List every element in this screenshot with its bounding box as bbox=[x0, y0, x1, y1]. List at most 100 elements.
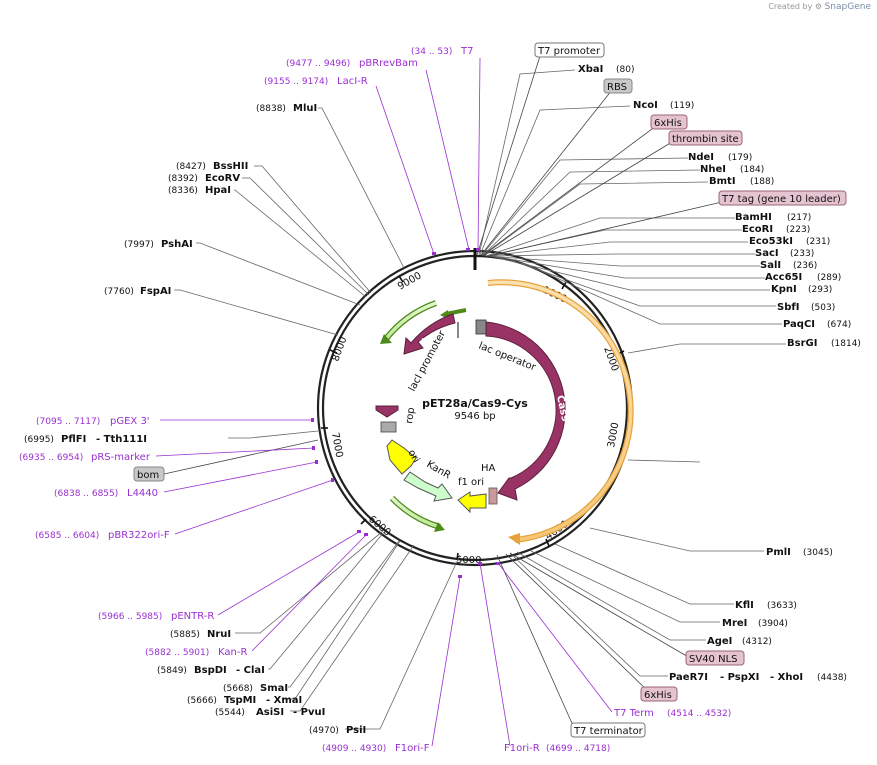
primer-laci-r[interactable]: LacI-R bbox=[337, 76, 368, 87]
primer-pbr322ori-f[interactable]: pBR322ori-F bbox=[108, 530, 170, 541]
box-thrombin[interactable]: thrombin site bbox=[672, 134, 739, 145]
enzyme-paer7i[interactable]: PaeR7I bbox=[669, 672, 708, 683]
enzyme-sali[interactable]: SalI bbox=[760, 260, 781, 271]
enzyme-sbfi-pos: (503) bbox=[811, 303, 835, 313]
enzyme-xbai[interactable]: XbaI bbox=[578, 64, 603, 75]
enzyme-tspmi[interactable]: TspMI bbox=[224, 695, 256, 706]
cas9-feature[interactable] bbox=[485, 321, 566, 501]
primer-markers bbox=[311, 248, 500, 578]
enzyme-pflfi[interactable]: PflFI bbox=[61, 434, 86, 445]
enzyme-bmti-pos: (188) bbox=[750, 177, 774, 187]
enzyme-ecori[interactable]: EcoRI bbox=[742, 224, 773, 235]
snapgene-logo-icon: ⚙ bbox=[814, 2, 823, 11]
enzyme-bsrgi-pos: (1814) bbox=[831, 339, 861, 349]
enzyme-bspdi[interactable]: BspDI bbox=[194, 665, 227, 676]
primer-f1ori-f[interactable]: F1ori-F bbox=[395, 743, 430, 754]
ha-feature bbox=[488, 487, 498, 505]
enzyme-xmai[interactable]: - XmaI bbox=[266, 695, 302, 706]
box-6xhis-2[interactable]: 6xHis bbox=[644, 690, 672, 701]
rop-feature[interactable] bbox=[375, 405, 399, 418]
primer-t7-term-pos: (4514 .. 4532) bbox=[667, 709, 731, 719]
primer-pbr322ori-f-pos: (6585 .. 6604) bbox=[35, 531, 99, 541]
tick-3000: 3000 bbox=[606, 422, 621, 449]
enzyme-smai[interactable]: SmaI bbox=[260, 683, 288, 694]
enzyme-bsshii[interactable]: BssHII bbox=[213, 161, 248, 172]
enzyme-bamhi[interactable]: BamHI bbox=[735, 212, 772, 223]
primer-laci-r-pos: (9155 .. 9174) bbox=[264, 77, 328, 87]
enzyme-fspai[interactable]: FspAI bbox=[140, 286, 171, 297]
f1-ori-feature[interactable] bbox=[457, 491, 487, 514]
orf-arc-small bbox=[445, 308, 467, 316]
enzyme-tth111i[interactable]: - Tth111I bbox=[96, 434, 147, 445]
primer-pbrrevbam[interactable]: pBRrevBam bbox=[359, 58, 418, 69]
enzyme-leader-lines bbox=[174, 69, 786, 730]
orf-arc-kanr bbox=[390, 496, 441, 529]
enzyme-kfli[interactable]: KflI bbox=[735, 600, 754, 611]
box-t7-terminator[interactable]: T7 terminator bbox=[573, 726, 644, 737]
enzyme-pvui[interactable]: - PvuI bbox=[293, 707, 325, 718]
enzyme-mrei[interactable]: MreI bbox=[722, 618, 747, 629]
primer-pentr-r-pos: (5966 .. 5985) bbox=[98, 612, 162, 622]
enzyme-acc65i-pos: (289) bbox=[817, 273, 841, 283]
orf-arc-cas9 bbox=[487, 280, 633, 542]
kanr-label: KanR bbox=[425, 459, 453, 481]
box-rbs[interactable]: RBS bbox=[607, 82, 627, 93]
enzyme-kpni-pos: (293) bbox=[808, 285, 832, 295]
enzyme-hpai-pos: (8336) bbox=[168, 186, 198, 196]
enzyme-xhoi[interactable]: - XhoI bbox=[770, 672, 803, 683]
enzyme-pspxi[interactable]: - PspXI bbox=[720, 672, 759, 683]
enzyme-psii[interactable]: PsiI bbox=[346, 725, 366, 736]
enzyme-agei-pos: (4312) bbox=[742, 637, 772, 647]
primer-pentr-r[interactable]: pENTR-R bbox=[171, 611, 214, 622]
box-bom[interactable]: bom bbox=[137, 470, 159, 481]
box-6xhis-1[interactable]: 6xHis bbox=[654, 118, 682, 129]
enzyme-clai[interactable]: - ClaI bbox=[236, 665, 265, 676]
primer-kan-r-pos: (5882 .. 5901) bbox=[145, 648, 209, 658]
enzyme-ecorv-pos: (8392) bbox=[168, 174, 198, 184]
enzyme-pmli[interactable]: PmlI bbox=[766, 547, 791, 558]
plasmid-size: 9546 bp bbox=[454, 411, 495, 422]
box-t7-promoter[interactable]: T7 promoter bbox=[537, 46, 601, 57]
enzyme-paqci[interactable]: PaqCI bbox=[783, 319, 815, 330]
enzyme-hpai[interactable]: HpaI bbox=[205, 185, 231, 196]
enzyme-nrui[interactable]: NruI bbox=[207, 629, 231, 640]
enzyme-eco53ki[interactable]: Eco53kI bbox=[749, 236, 793, 247]
enzyme-ndei-pos: (179) bbox=[728, 153, 752, 163]
enzyme-sali-pos: (236) bbox=[793, 261, 817, 271]
orf-arc-laci bbox=[383, 301, 437, 342]
enzyme-ecorv[interactable]: EcoRV bbox=[205, 173, 240, 184]
enzyme-asisi[interactable]: AsiSI bbox=[256, 707, 284, 718]
enzyme-nhei[interactable]: NheI bbox=[700, 164, 726, 175]
enzyme-bmti[interactable]: BmtI bbox=[709, 176, 736, 187]
primer-l4440[interactable]: L4440 bbox=[127, 488, 158, 499]
enzyme-saci[interactable]: SacI bbox=[755, 248, 779, 259]
primer-f1ori-r[interactable]: F1ori-R bbox=[504, 743, 540, 754]
laci-feature[interactable] bbox=[403, 313, 456, 355]
primer-pgex3[interactable]: pGEX 3' bbox=[110, 416, 150, 427]
primer-pbrrevbam-pos: (9477 .. 9496) bbox=[286, 59, 350, 69]
primer-kan-r[interactable]: Kan-R bbox=[218, 647, 247, 658]
primer-prs-marker[interactable]: pRS-marker bbox=[91, 452, 151, 463]
ori-feature[interactable] bbox=[386, 439, 417, 475]
kanr-feature[interactable] bbox=[403, 471, 453, 502]
enzyme-nrui-pos: (5885) bbox=[170, 630, 200, 640]
enzyme-pshai[interactable]: PshAI bbox=[161, 239, 193, 250]
enzyme-bsrgi[interactable]: BsrGI bbox=[787, 338, 817, 349]
enzyme-ndei[interactable]: NdeI bbox=[688, 152, 714, 163]
box-t7-tag-bg bbox=[718, 190, 847, 206]
box-sv40-nls[interactable]: SV40 NLS bbox=[689, 654, 738, 665]
ha-label: HA bbox=[481, 463, 496, 474]
enzyme-mlui[interactable]: MluI bbox=[293, 103, 317, 114]
enzyme-labels-left: (4970) PsiI (5544) AsiSI - PvuI (5666) T… bbox=[24, 103, 366, 736]
enzyme-agei[interactable]: AgeI bbox=[707, 636, 732, 647]
enzyme-kpni[interactable]: KpnI bbox=[771, 284, 797, 295]
enzyme-paer7i-pos: (4438) bbox=[817, 673, 847, 683]
enzyme-acc65i[interactable]: Acc65I bbox=[765, 272, 802, 283]
enzyme-sbfi[interactable]: SbfI bbox=[777, 302, 799, 313]
primer-t7[interactable]: T7 bbox=[460, 46, 473, 57]
feature-boxes: T7 promoter RBS 6xHis thrombin site T7 t… bbox=[133, 42, 847, 738]
box-t7-tag[interactable]: T7 tag (gene 10 leader) bbox=[721, 194, 841, 205]
tick-7000: 7000 bbox=[329, 432, 344, 459]
enzyme-ncoi[interactable]: NcoI bbox=[633, 100, 658, 111]
primer-t7-term[interactable]: T7 Term bbox=[613, 708, 654, 719]
